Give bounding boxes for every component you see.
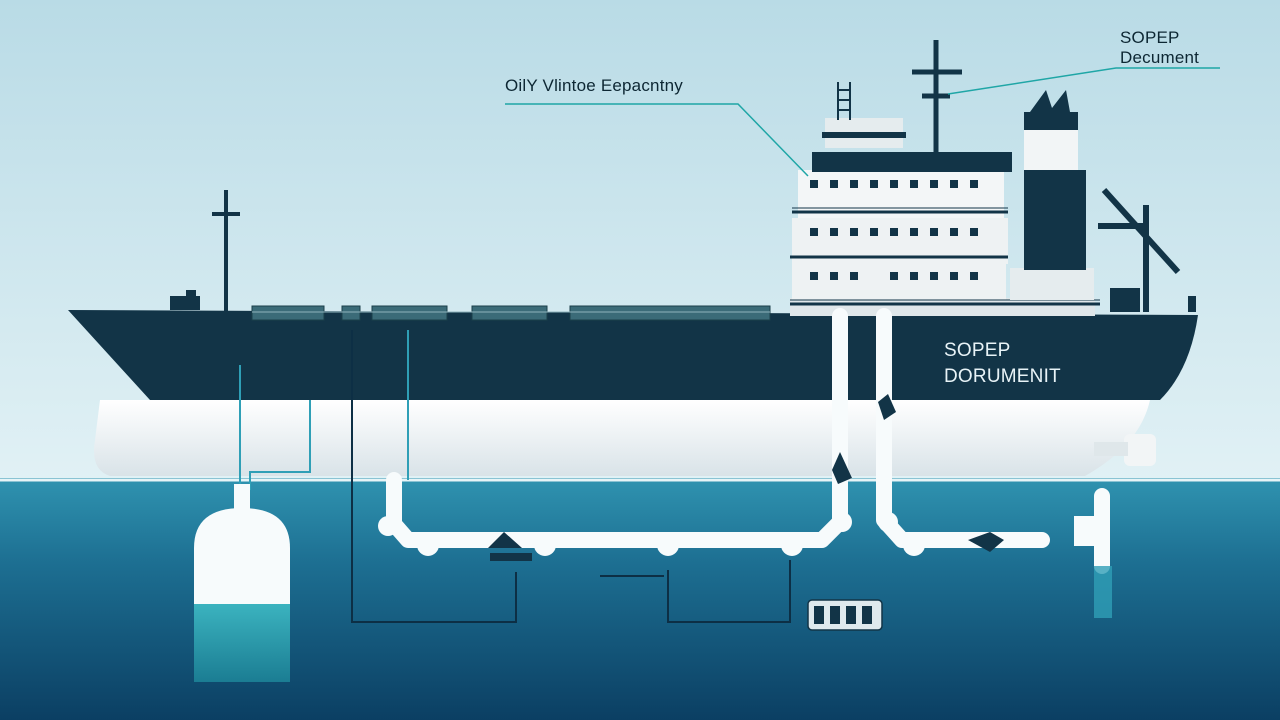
bow-winch: [170, 290, 200, 310]
valves: [488, 394, 1004, 561]
hull-label-line2: DORUMENIT: [944, 366, 1061, 387]
aft-equipment: [1110, 288, 1196, 312]
forward-mast: [212, 190, 240, 318]
pipe-joints: [378, 512, 1102, 556]
upper-hull-dark: [68, 310, 1198, 400]
separator-unit: [807, 599, 883, 631]
sopep-label-line2: Decument: [1120, 48, 1200, 67]
top-left-leader-line: [505, 103, 809, 177]
overboard-discharge-stream: [1094, 566, 1112, 618]
sea: [0, 478, 1280, 720]
top-right-leader-line: [947, 67, 1220, 95]
sopep-document-label-top: SOPEP Decument: [1120, 28, 1199, 68]
tank-connector-lines: [239, 330, 409, 500]
hull-label-line1: SOPEP: [944, 340, 1011, 361]
aft-crane: [1098, 187, 1181, 312]
funnel: [1024, 90, 1086, 270]
sopep-document-label-hull: SOPEP DORUMENIT: [944, 338, 1061, 390]
oily-separator-label: OilY Vlintoe Eepacntny: [505, 76, 683, 95]
stern-fitting: [1094, 434, 1156, 466]
main-mast: [912, 40, 962, 168]
superstructure: [790, 82, 1100, 316]
deck-containers: [251, 305, 771, 321]
sopep-label-line1: SOPEP: [1120, 28, 1180, 47]
lower-hull-white: [94, 400, 1150, 476]
storage-tank: [194, 484, 290, 682]
control-lines: [351, 330, 791, 623]
